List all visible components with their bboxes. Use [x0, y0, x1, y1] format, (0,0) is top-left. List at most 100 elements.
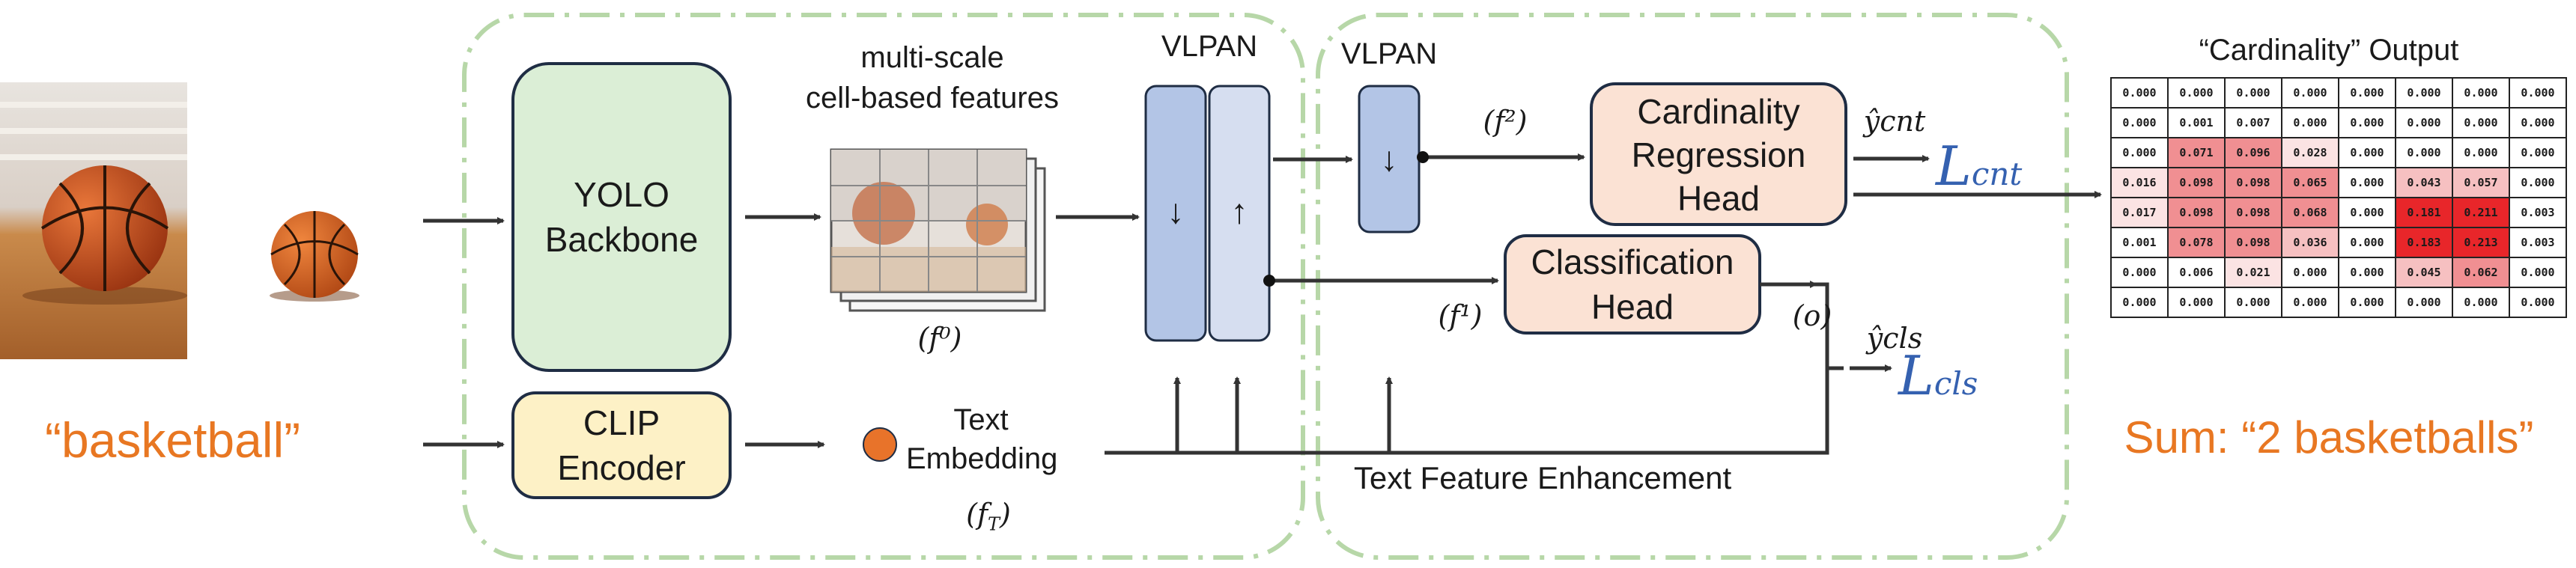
grid-cell: 0.000: [2110, 287, 2169, 318]
grid-cell: 0.000: [2395, 137, 2453, 168]
grid-cell: 0.000: [2281, 77, 2339, 109]
classification-head-label: Classification Head: [1531, 242, 1734, 326]
vlpan-1-down-arrow-icon: ↓: [1167, 192, 1185, 230]
grid-cell: 0.000: [2452, 287, 2510, 318]
grid-cell: 0.000: [2509, 77, 2567, 109]
grid-cell: 0.000: [2509, 257, 2567, 288]
grid-cell: 0.000: [2281, 287, 2339, 318]
grid-cell: 0.000: [2452, 107, 2510, 138]
loss-cnt-label: Lcnt: [1936, 135, 2023, 198]
vlpan-1-up-block: [1208, 85, 1271, 342]
grid-cell: 0.000: [2338, 77, 2396, 109]
merge-bracket: [1808, 282, 1844, 455]
grid-cell: 0.000: [2224, 77, 2282, 109]
grid-cell: 0.096: [2224, 137, 2282, 168]
grid-cell: 0.000: [2509, 107, 2567, 138]
query-text: “basketball”: [45, 412, 301, 468]
grid-cell: 0.000: [2395, 287, 2453, 318]
grid-cell: 0.000: [2509, 167, 2567, 198]
grid-cell: 0.017: [2110, 197, 2169, 228]
grid-cell: 0.000: [2338, 137, 2396, 168]
grid-cell: 0.001: [2167, 107, 2226, 138]
y-cls-label: ŷcls: [1866, 322, 1923, 355]
grid-cell: 0.000: [2167, 77, 2226, 109]
grid-cell: 0.000: [2338, 227, 2396, 258]
grid-cell: 0.006: [2167, 257, 2226, 288]
yolo-backbone-label: YOLO Backbone: [544, 175, 699, 259]
grid-cell: 0.001: [2110, 227, 2169, 258]
clip-encoder-box: [511, 391, 732, 499]
f1-label: (f¹): [1438, 299, 1483, 332]
ft-label: (fT): [966, 498, 1011, 535]
vlpan-1-label: VLPAN: [1161, 30, 1258, 63]
grid-cell: 0.000: [2338, 287, 2396, 318]
output-title: “Cardinality” Output: [2199, 34, 2459, 67]
vlpan-1-up-arrow-icon: ↑: [1230, 192, 1248, 230]
grid-cell: 0.007: [2224, 107, 2282, 138]
grid-cell: 0.000: [2509, 137, 2567, 168]
grid-cell: 0.000: [2338, 257, 2396, 288]
grid-cell: 0.183: [2395, 227, 2453, 258]
grid-cell: 0.000: [2395, 107, 2453, 138]
grid-cell: 0.021: [2224, 257, 2282, 288]
yolo-backbone-box: [511, 62, 732, 372]
grid-cell: 0.181: [2395, 197, 2453, 228]
f0-label: (f⁰): [917, 322, 962, 355]
grid-cell: 0.000: [2281, 107, 2339, 138]
loss-cls-label: Lcls: [1898, 344, 1978, 407]
vlpan2-junction-dot: [1417, 151, 1429, 163]
vlpan1-junction-dot: [1263, 275, 1275, 287]
grid-cell: 0.065: [2281, 167, 2339, 198]
grid-cell: 0.000: [2338, 107, 2396, 138]
y-cnt-label: ŷcnt: [1863, 105, 1926, 138]
grid-cell: 0.000: [2452, 77, 2510, 109]
input-image: [0, 82, 359, 359]
grid-cell: 0.000: [2110, 137, 2169, 168]
grid-cell: 0.000: [2281, 257, 2339, 288]
grid-cell: 0.000: [2452, 137, 2510, 168]
cardinality-head-label: Cardinality Regression Head: [1631, 92, 1806, 218]
grid-cell: 0.098: [2167, 197, 2226, 228]
grid-cell: 0.057: [2452, 167, 2510, 198]
grid-cell: 0.098: [2224, 227, 2282, 258]
head-region: [1316, 13, 2069, 560]
grid-cell: 0.098: [2167, 167, 2226, 198]
grid-cell: 0.000: [2110, 257, 2169, 288]
grid-cell: 0.043: [2395, 167, 2453, 198]
o-label: (o): [1792, 299, 1832, 332]
feature-map-stack: [830, 148, 1046, 312]
grid-cell: 0.045: [2395, 257, 2453, 288]
grid-cell: 0.098: [2224, 197, 2282, 228]
grid-cell: 0.098: [2224, 167, 2282, 198]
grid-cell: 0.003: [2509, 197, 2567, 228]
grid-cell: 0.213: [2452, 227, 2510, 258]
text-embedding-dot: [863, 427, 897, 462]
grid-cell: 0.000: [2338, 197, 2396, 228]
f2-label: (f²): [1483, 105, 1528, 138]
grid-cell: 0.000: [2395, 77, 2453, 109]
grid-cell: 0.000: [2110, 77, 2169, 109]
grid-cell: 0.003: [2509, 227, 2567, 258]
encoder-region: [462, 13, 1305, 560]
sum-label: Sum: “2 basketballs”: [2124, 412, 2534, 462]
grid-cell: 0.000: [2167, 287, 2226, 318]
grid-cell: 0.036: [2281, 227, 2339, 258]
vlpan-2-down-arrow-icon: ↓: [1380, 139, 1398, 178]
text-feature-enhancement-label: Text Feature Enhancement: [1353, 460, 1732, 495]
vlpan-2-label: VLPAN: [1340, 37, 1438, 70]
grid-cell: 0.078: [2167, 227, 2226, 258]
grid-cell: 0.028: [2281, 137, 2339, 168]
grid-cell: 0.000: [2338, 167, 2396, 198]
cardinality-head-box: [1590, 82, 1847, 226]
vlpan-1-down-block: [1144, 85, 1207, 342]
